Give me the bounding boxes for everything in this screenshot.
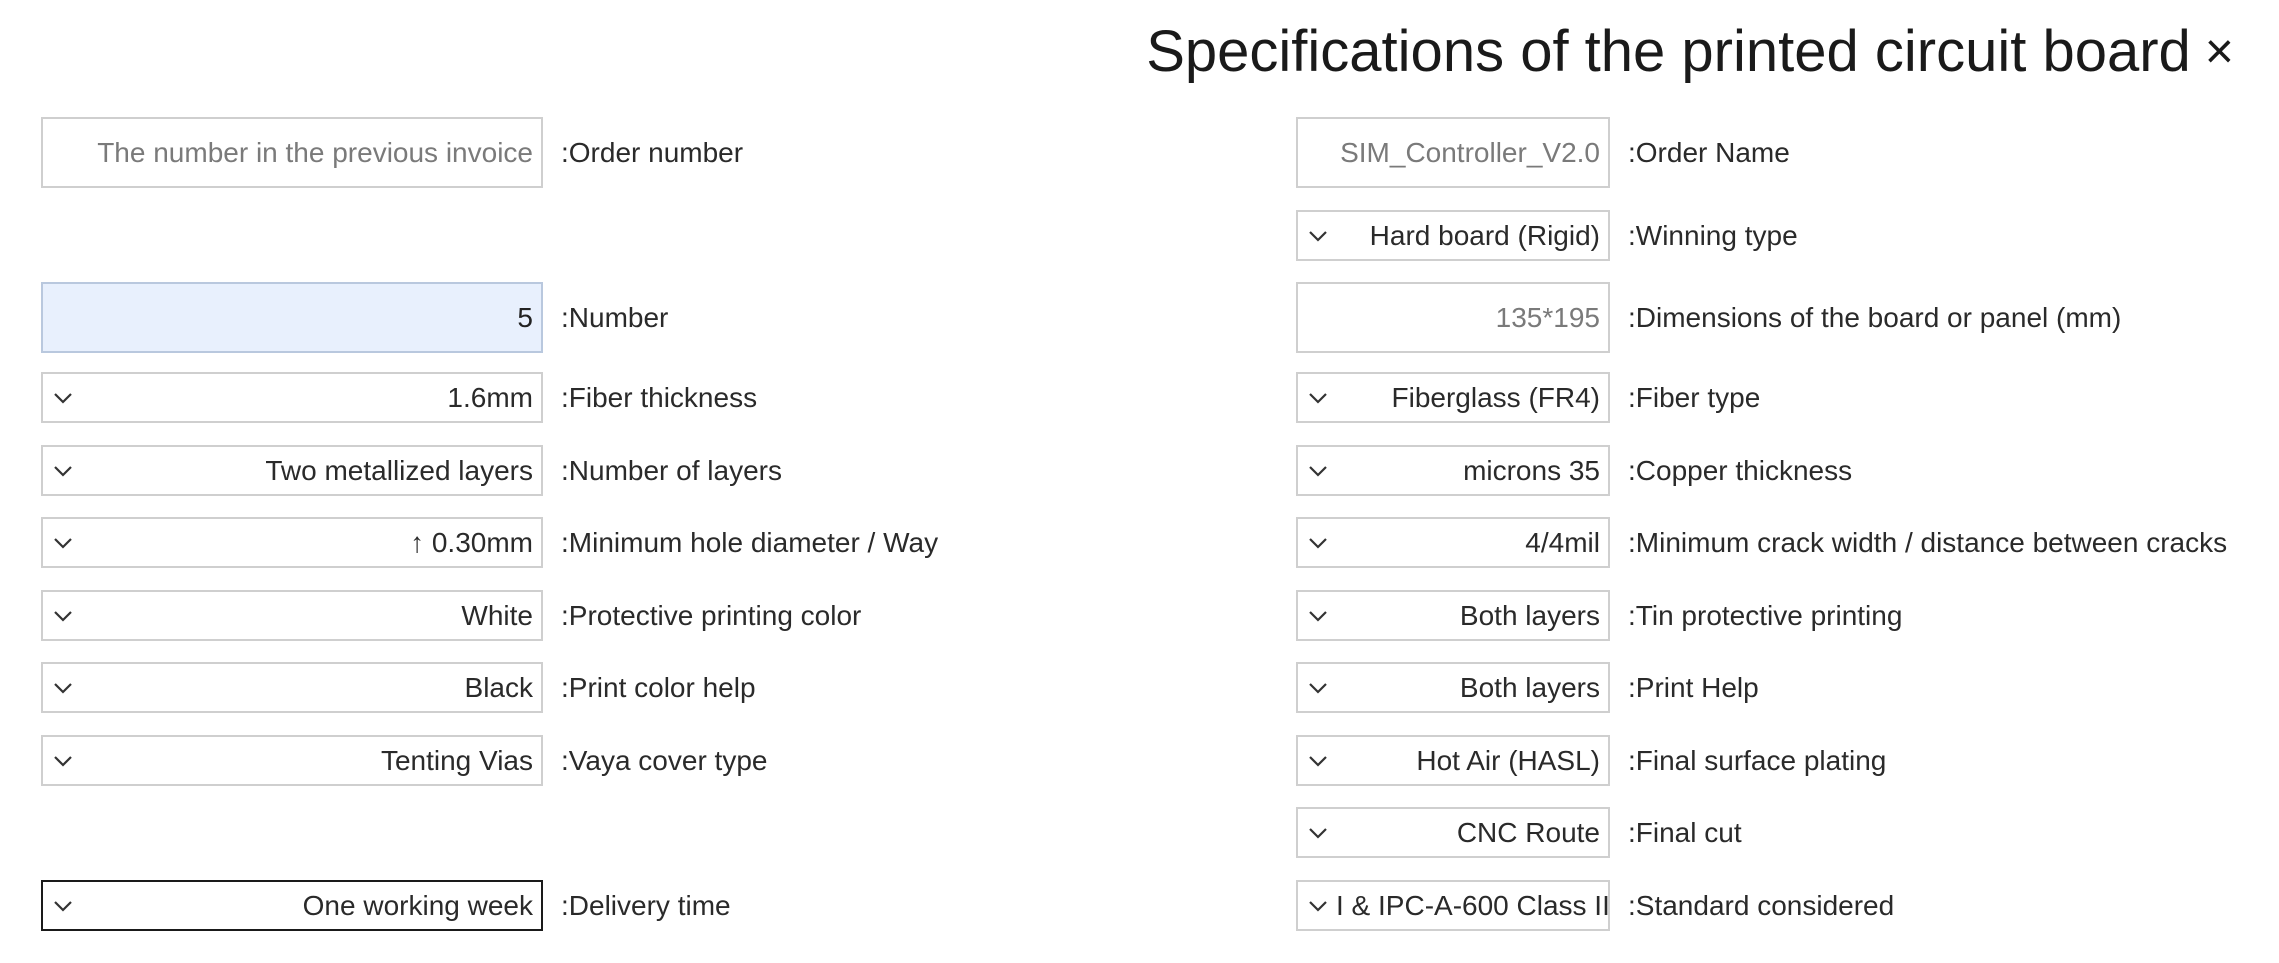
fiber-thickness-label: :Fiber thickness [561, 381, 758, 413]
via-cover-label: :Vaya cover type [561, 744, 768, 776]
silk-layers-select[interactable]: Both layers [1296, 662, 1610, 713]
min-track-select[interactable]: 4/4mil [1296, 517, 1610, 568]
silk-layers-row: Both layers :Print Help [1296, 662, 1759, 713]
surface-row: Hot Air (HASL) :Final surface plating [1296, 735, 1886, 786]
board-type-label: :Winning type [1628, 219, 1798, 251]
fiber-type-value: Fiberglass (FR4) [1391, 381, 1600, 413]
order-number-row: The number in the previous invoice :Orde… [41, 117, 743, 188]
surface-value: Hot Air (HASL) [1416, 744, 1600, 776]
mask-color-label: :Protective printing color [561, 599, 862, 631]
dimensions-row: 135*195 :Dimensions of the board or pane… [1296, 282, 2121, 353]
layers-row: Two metallized layers :Number of layers [41, 445, 782, 496]
min-track-label: :Minimum crack width / distance between … [1628, 526, 2228, 558]
chevron-down-icon [1308, 537, 1328, 549]
surface-select[interactable]: Hot Air (HASL) [1296, 735, 1610, 786]
silk-color-value: Black [464, 671, 533, 703]
final-cut-label: :Final cut [1628, 816, 1742, 848]
fiber-thickness-select[interactable]: 1.6mm [41, 372, 543, 423]
min-hole-label: :Minimum hole diameter / Way [561, 526, 939, 558]
delivery-select[interactable]: One working week [41, 880, 543, 931]
board-type-value: Hard board (Rigid) [1369, 219, 1600, 251]
silk-layers-label: :Print Help [1628, 671, 1759, 703]
surface-label: :Final surface plating [1628, 744, 1887, 776]
min-hole-row: ↑ 0.30mm :Minimum hole diameter / Way [41, 517, 938, 568]
chevron-down-icon [1308, 900, 1328, 912]
chevron-down-icon [1308, 682, 1328, 694]
standard-label: :Standard considered [1628, 889, 1895, 921]
tin-mask-select[interactable]: Both layers [1296, 590, 1610, 641]
via-cover-row: Tenting Vias :Vaya cover type [41, 735, 767, 786]
standard-row: I & IPC-A-600 Class II :Standard conside… [1296, 880, 1894, 931]
layers-value: Two metallized layers [265, 454, 533, 486]
layers-select[interactable]: Two metallized layers [41, 445, 543, 496]
dimensions-label: :Dimensions of the board or panel (mm) [1628, 301, 2122, 333]
min-hole-value: ↑ 0.30mm [410, 526, 533, 558]
silk-color-label: :Print color help [561, 671, 756, 703]
mask-color-value: White [461, 599, 533, 631]
mask-color-select[interactable]: White [41, 590, 543, 641]
silk-color-row: Black :Print color help [41, 662, 756, 713]
copper-select[interactable]: microns 35 [1296, 445, 1610, 496]
board-type-select[interactable]: Hard board (Rigid) [1296, 210, 1610, 261]
tin-mask-value: Both layers [1459, 599, 1600, 631]
chevron-down-icon [1308, 610, 1328, 622]
delivery-value: One working week [302, 889, 533, 921]
order-name-input[interactable]: SIM_Controller_V2.0 [1296, 117, 1610, 188]
board-type-row: Hard board (Rigid) :Winning type [1296, 210, 1798, 261]
silk-color-select[interactable]: Black [41, 662, 543, 713]
standard-select[interactable]: I & IPC-A-600 Class II [1296, 880, 1610, 931]
fiber-type-select[interactable]: Fiberglass (FR4) [1296, 372, 1610, 423]
dimensions-input[interactable]: 135*195 [1296, 282, 1610, 353]
chevron-down-icon [53, 610, 73, 622]
tin-mask-label: :Tin protective printing [1628, 599, 1903, 631]
copper-value: microns 35 [1463, 454, 1600, 486]
fiber-type-label: :Fiber type [1628, 381, 1761, 413]
page-title: Specifications of the printed circuit bo… [1146, 18, 2191, 84]
min-track-row: 4/4mil :Minimum crack width / distance b… [1296, 517, 2227, 568]
close-icon[interactable]: × [2204, 23, 2234, 79]
via-cover-select[interactable]: Tenting Vias [41, 735, 543, 786]
order-number-input[interactable]: The number in the previous invoice [41, 117, 543, 188]
chevron-down-icon [1308, 465, 1328, 477]
fiber-thickness-row: 1.6mm :Fiber thickness [41, 372, 757, 423]
final-cut-value: CNC Route [1456, 816, 1600, 848]
tin-mask-row: Both layers :Tin protective printing [1296, 590, 1902, 641]
chevron-down-icon [53, 900, 73, 912]
chevron-down-icon [53, 392, 73, 404]
final-cut-row: CNC Route :Final cut [1296, 807, 1742, 858]
chevron-down-icon [53, 465, 73, 477]
quantity-row: 5 :Number [41, 282, 668, 353]
dialog-header: Specifications of the printed circuit bo… [1146, 16, 2234, 86]
final-cut-select[interactable]: CNC Route [1296, 807, 1610, 858]
via-cover-value: Tenting Vias [380, 744, 533, 776]
standard-value: I & IPC-A-600 Class II [1336, 889, 1610, 921]
chevron-down-icon [1308, 392, 1328, 404]
quantity-input[interactable]: 5 [41, 282, 543, 353]
chevron-down-icon [53, 682, 73, 694]
fiber-type-row: Fiberglass (FR4) :Fiber type [1296, 372, 1760, 423]
chevron-down-icon [1308, 230, 1328, 242]
delivery-row: One working week :Delivery time [41, 880, 731, 931]
chevron-down-icon [1308, 755, 1328, 767]
copper-row: microns 35 :Copper thickness [1296, 445, 1852, 496]
chevron-down-icon [1308, 827, 1328, 839]
silk-layers-value: Both layers [1459, 671, 1600, 703]
layers-label: :Number of layers [561, 454, 782, 486]
delivery-label: :Delivery time [561, 889, 731, 921]
min-track-value: 4/4mil [1525, 526, 1600, 558]
order-number-label: :Order number [561, 136, 744, 168]
quantity-label: :Number [561, 301, 669, 333]
copper-label: :Copper thickness [1628, 454, 1853, 486]
order-name-row: SIM_Controller_V2.0 :Order Name [1296, 117, 1790, 188]
min-hole-select[interactable]: ↑ 0.30mm [41, 517, 543, 568]
order-name-label: :Order Name [1628, 136, 1790, 168]
chevron-down-icon [53, 537, 73, 549]
fiber-thickness-value: 1.6mm [447, 381, 533, 413]
mask-color-row: White :Protective printing color [41, 590, 861, 641]
chevron-down-icon [53, 755, 73, 767]
